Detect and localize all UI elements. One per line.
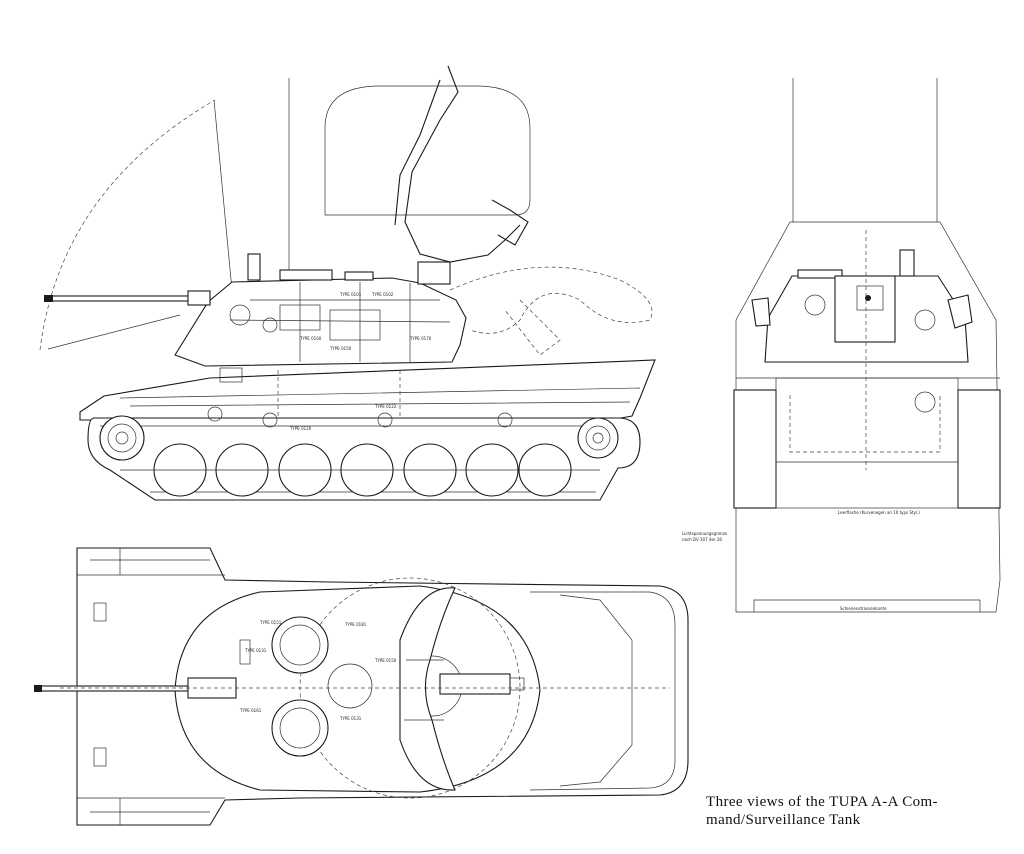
front-footnote: Leerflache (Kurvenegen an 10 typs Styl.) — [838, 510, 920, 515]
top-label: TYPE 0131 — [244, 648, 267, 653]
hull — [79, 359, 656, 421]
side-label: TYPE 0150 — [329, 346, 352, 351]
radar-mount — [439, 673, 511, 695]
gun-barrel — [51, 295, 203, 302]
top-view: TYPE 0151 TYPE 0131 TYPE 0131 TYPE 0150 … — [34, 547, 689, 826]
top-label: TYPE 0181 — [344, 622, 367, 627]
top-label: TYPE 0150 — [374, 658, 397, 663]
gun-mantlet — [834, 275, 896, 343]
side-note: nach DV 307 der 26 — [682, 537, 722, 542]
top-label: TYPE 0131 — [339, 716, 362, 721]
side-view: TYPE 0101 TYPE 0102 TYPE 0120 TYPE 0122 … — [39, 65, 656, 501]
gun-elevation-arc — [39, 99, 216, 351]
road-wheels — [120, 443, 600, 497]
radar-dish-outline — [324, 85, 531, 216]
side-label: TYPE 0170 — [409, 336, 432, 341]
left-track-block — [733, 389, 777, 509]
side-note: Lichtspannungsgrenze — [682, 531, 728, 536]
side-label: TYPE 0102 — [371, 292, 394, 297]
base-note: Schienenstrassenkante — [840, 606, 887, 611]
cupola — [279, 269, 333, 281]
radar-arm — [404, 65, 521, 263]
folded-radar-arm — [399, 587, 456, 791]
side-label: TYPE 0101 — [339, 292, 362, 297]
periscope — [247, 253, 261, 281]
side-label: TYPE 0122 — [374, 404, 397, 409]
caption-line-1: Three views of the TUPA A-A Com- — [706, 794, 938, 810]
top-label: TYPE 0151 — [259, 620, 282, 625]
idler-wheel — [99, 415, 145, 461]
figure-caption: Three views of the TUPA A-A Com- mand/Su… — [706, 793, 1006, 829]
caption-line-2: mand/Surveillance Tank — [706, 812, 861, 828]
drive-sprocket — [577, 417, 619, 459]
top-label: TYPE 0161 — [239, 708, 262, 713]
top-gun-barrel — [39, 685, 191, 692]
right-track-block — [957, 389, 1001, 509]
front-view: Leerflache (Kurvenegen an 10 typs Styl.)… — [682, 78, 1001, 613]
side-label: TYPE 0160 — [299, 336, 322, 341]
top-turret — [174, 585, 541, 793]
side-label: TYPE 0120 — [289, 426, 312, 431]
gunner-cupola — [271, 699, 329, 757]
commander-cupola — [271, 616, 329, 674]
